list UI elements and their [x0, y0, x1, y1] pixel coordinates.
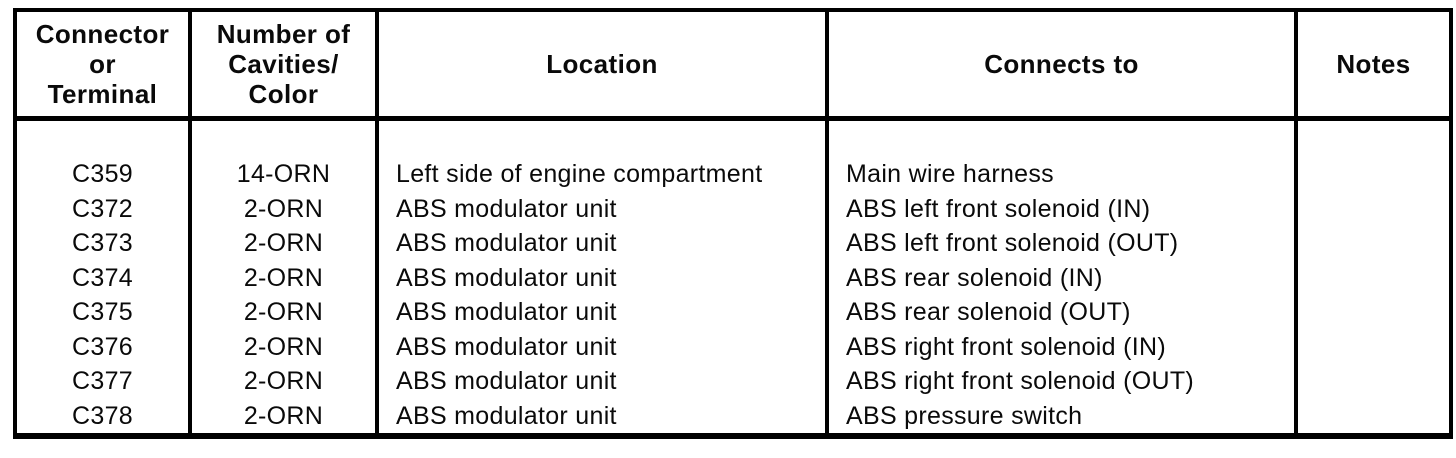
cell-cavities: 2-ORN	[243, 332, 324, 361]
column-header-cavities-line: Color	[248, 79, 319, 109]
table-body-row: C359 C372 C373 C374 C375 C376 C377 C378 …	[13, 116, 1453, 438]
table-header-row: Connector or Terminal Number of Cavities…	[13, 8, 1453, 121]
column-header-connector-line: or	[89, 49, 116, 79]
cell-connects-to: Main wire harness	[846, 160, 1054, 188]
column-header-cavities-line: Number of	[216, 19, 351, 49]
cell-notes	[1300, 157, 1447, 192]
cell-cavities: 2-ORN	[243, 194, 324, 223]
cell-connector: C374	[72, 263, 133, 292]
column-header-connector-line: Terminal	[47, 79, 158, 109]
cell-cavities: 2-ORN	[243, 229, 324, 257]
cell-location: ABS modulator unit	[396, 194, 617, 223]
cell-location: ABS modulator unit	[396, 263, 617, 292]
column-body-cavities: 14-ORN 2-ORN 2-ORN 2-ORN 2-ORN 2-ORN 2-O…	[188, 116, 379, 438]
cell-location: ABS modulator unit	[396, 401, 617, 430]
cell-connector: C378	[72, 401, 133, 430]
cell-cavities: 2-ORN	[243, 298, 324, 326]
column-header-connects-to: Connects to	[825, 8, 1298, 121]
cell-location: ABS modulator unit	[396, 367, 617, 395]
cell-notes	[1300, 364, 1447, 399]
cell-cavities: 2-ORN	[243, 367, 324, 395]
cell-connector: C377	[72, 367, 133, 395]
column-header-notes-line: Notes	[1336, 49, 1411, 79]
cell-connector: C375	[72, 298, 133, 326]
cell-connects-to: ABS right front solenoid (IN)	[846, 332, 1166, 361]
cell-cavities: 2-ORN	[243, 263, 324, 292]
column-header-location: Location	[375, 8, 829, 121]
cell-connector: C373	[72, 229, 133, 257]
cell-notes	[1300, 226, 1447, 261]
cell-location: ABS modulator unit	[396, 229, 617, 257]
cell-notes	[1300, 399, 1447, 433]
cell-connects-to: ABS left front solenoid (OUT)	[846, 229, 1179, 257]
cell-connector: C359	[72, 160, 133, 188]
column-header-cavities-line: Cavities/	[228, 49, 339, 79]
column-header-connects-to-line: Connects to	[984, 49, 1139, 79]
cell-connects-to: ABS rear solenoid (IN)	[846, 263, 1103, 292]
connector-table: Connector or Terminal Number of Cavities…	[13, 8, 1453, 439]
cell-cavities: 2-ORN	[243, 401, 324, 430]
column-body-connects-to: Main wire harness ABS left front solenoi…	[825, 116, 1298, 438]
cell-notes	[1300, 192, 1447, 227]
cell-connector: C376	[72, 332, 133, 361]
column-header-connector: Connector or Terminal	[13, 8, 192, 121]
cell-connects-to: ABS right front solenoid (OUT)	[846, 367, 1195, 395]
cell-connects-to: ABS pressure switch	[846, 401, 1083, 430]
column-header-location-line: Location	[546, 49, 658, 79]
column-header-notes: Notes	[1294, 8, 1453, 121]
cell-notes	[1300, 295, 1447, 330]
cell-location: Left side of engine compartment	[396, 160, 763, 188]
column-header-connector-line: Connector	[35, 19, 170, 49]
column-body-notes	[1294, 116, 1453, 438]
cell-connects-to: ABS rear solenoid (OUT)	[846, 298, 1131, 326]
cell-notes	[1300, 261, 1447, 296]
cell-location: ABS modulator unit	[396, 298, 617, 326]
cell-location: ABS modulator unit	[396, 332, 617, 361]
column-body-location: Left side of engine compartment ABS modu…	[375, 116, 829, 438]
cell-notes	[1300, 330, 1447, 365]
cell-connects-to: ABS left front solenoid (IN)	[846, 194, 1151, 223]
column-body-connector: C359 C372 C373 C374 C375 C376 C377 C378	[13, 116, 192, 438]
column-header-cavities: Number of Cavities/ Color	[188, 8, 379, 121]
cell-connector: C372	[72, 194, 133, 223]
cell-cavities: 14-ORN	[236, 160, 331, 188]
